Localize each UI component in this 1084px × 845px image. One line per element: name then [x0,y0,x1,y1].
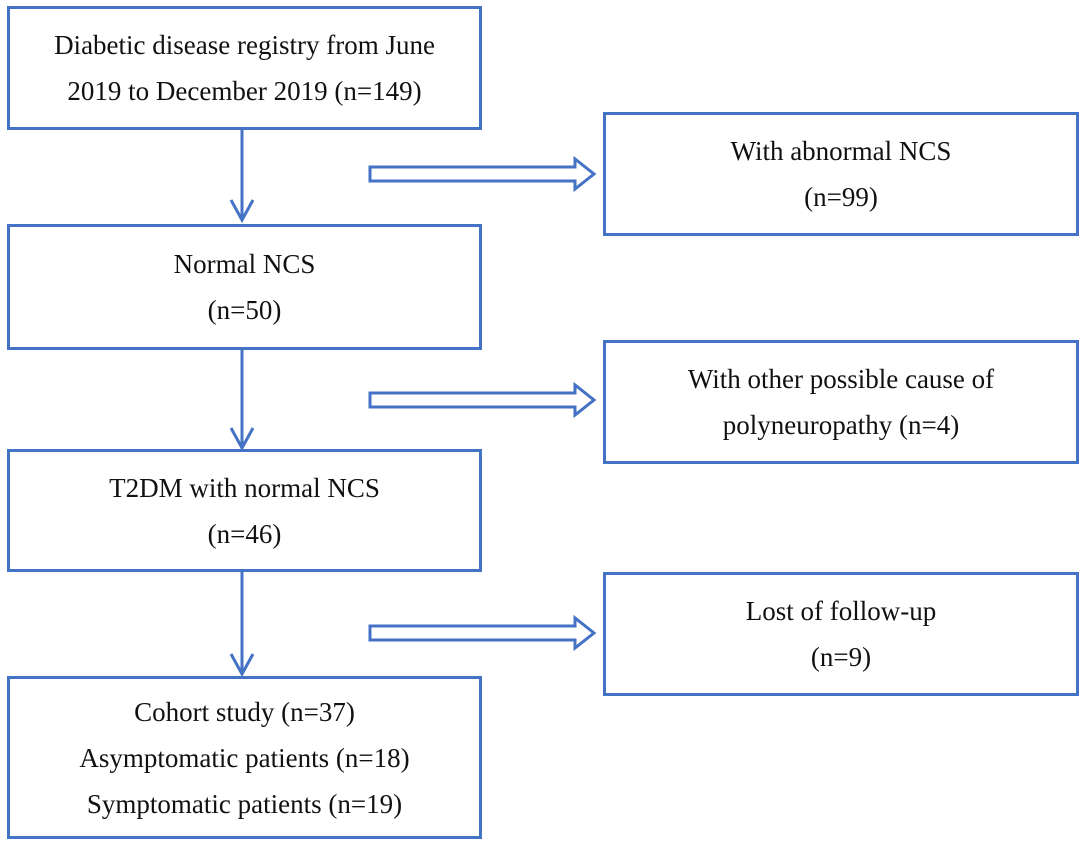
registry-box: Diabetic disease registry from June 2019… [7,6,482,130]
normal-ncs-box: Normal NCS (n=50) [7,224,482,350]
down-arrow-3 [229,572,255,678]
lost-follow-up-box-line-2: (n=9) [810,642,872,672]
lost-follow-up-box: Lost of follow-up (n=9) [603,572,1079,696]
exclusion-arrow-3 [368,614,597,652]
normal-ncs-box-line-1: Normal NCS [173,249,316,279]
down-arrow-2 [229,350,255,452]
normal-ncs-box-line-2: (n=50) [207,295,282,325]
exclusion-arrow-1 [368,155,597,193]
abnormal-ncs-box: With abnormal NCS (n=99) [603,112,1079,236]
down-arrow-1 [229,130,255,224]
lost-follow-up-box-line-1: Lost of follow-up [745,596,937,626]
registry-box-line-1: Diabetic disease registry from June [54,30,435,60]
other-cause-box-line-1: With other possible cause of [687,364,995,394]
registry-box-line-2: 2019 to December 2019 (n=149) [67,76,422,106]
t2dm-normal-ncs-box-line-2: (n=46) [207,518,282,549]
cohort-study-box-line-3: Symptomatic patients (n=19) [86,788,403,819]
abnormal-ncs-box-line-1: With abnormal NCS [730,136,952,166]
other-cause-box-line-2: polyneuropathy (n=4) [722,410,960,440]
cohort-study-box-line-2: Asymptomatic patients (n=18) [79,742,410,773]
cohort-study-box-line-1: Cohort study (n=37) [134,696,355,727]
other-cause-box: With other possible cause of polyneuropa… [603,340,1079,464]
abnormal-ncs-box-line-2: (n=99) [804,182,878,212]
exclusion-arrow-2 [368,381,597,419]
t2dm-normal-ncs-box: T2DM with normal NCS (n=46) [7,449,482,572]
t2dm-normal-ncs-box-line-1: T2DM with normal NCS [109,472,380,503]
cohort-study-box: Cohort study (n=37) Asymptomatic patient… [7,676,482,839]
